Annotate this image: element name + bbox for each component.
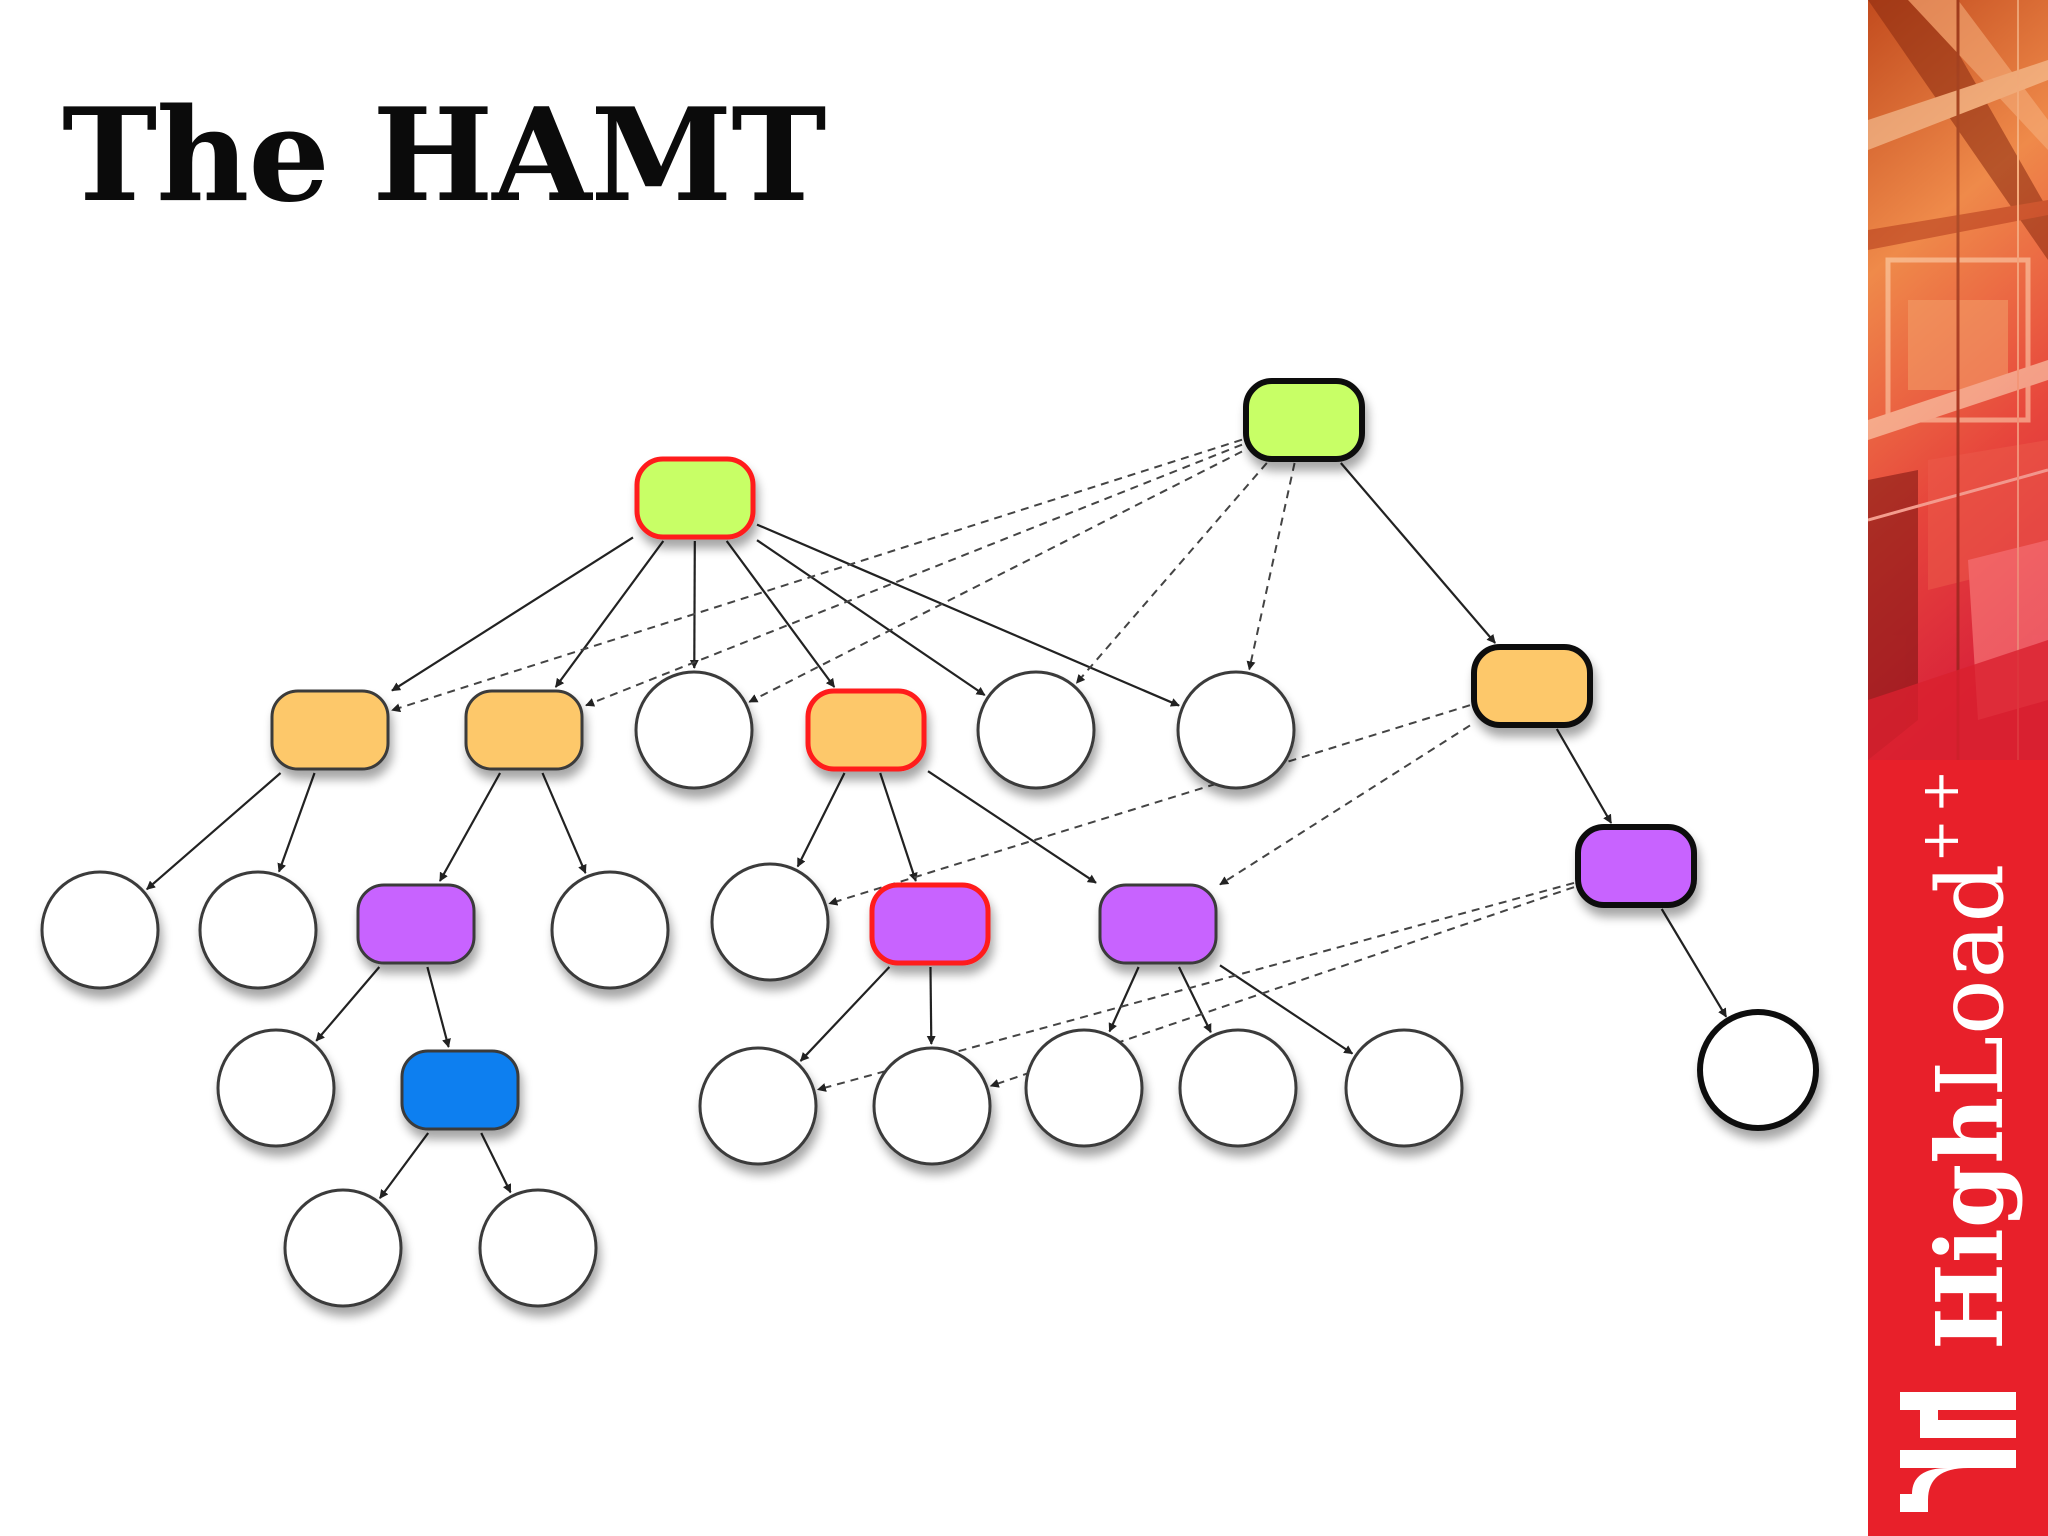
- shared-pointer-edge-root_old-o1: [391, 438, 1243, 713]
- trie-node-p2: [869, 882, 991, 966]
- leaf-node-m7: [1697, 1009, 1819, 1131]
- child-edge-o3-l4: [796, 772, 846, 868]
- shared-pointer-edge-root_old-c2: [1075, 462, 1268, 684]
- trie-node-root_old: [1243, 378, 1365, 462]
- trie-node-o2: [464, 689, 584, 771]
- trie-node-o3: [805, 688, 927, 772]
- shared-pointer-edge-root_old-c3: [1246, 462, 1296, 671]
- highload-logo-icon: [1900, 1392, 2016, 1512]
- logo-text-high: High: [1916, 1096, 2024, 1350]
- trie-node-b1: [400, 1049, 520, 1131]
- child-edge-p2-m3: [926, 966, 936, 1045]
- logo-text-load: Load: [1917, 862, 2024, 1097]
- shared-pointer-edge-p4-m3: [989, 886, 1575, 1088]
- child-edge-b1-n2: [480, 1132, 512, 1194]
- shared-pointer-edge-root_old-o2: [585, 443, 1243, 707]
- trie-node-root_new: [634, 456, 756, 540]
- child-edge-root_new-o1: [391, 536, 634, 692]
- child-edge-p3-m4: [1108, 966, 1140, 1033]
- leaf-node-m6: [1344, 1028, 1464, 1148]
- child-edge-p3-m5: [1177, 966, 1212, 1034]
- trie-node-p4: [1575, 824, 1697, 908]
- hamt-diagram: [40, 378, 1819, 1308]
- trie-node-o4: [1471, 644, 1593, 728]
- leaf-node-c1: [634, 670, 754, 790]
- leaf-node-l2: [198, 870, 318, 990]
- child-edge-o1-l1: [146, 772, 282, 891]
- child-edge-o2-l3: [541, 772, 587, 874]
- leaf-node-m2: [698, 1046, 818, 1166]
- highload-sidebar: [1868, 0, 2048, 1536]
- trie-node-p3: [1098, 883, 1218, 965]
- leaf-node-m4: [1024, 1028, 1144, 1148]
- sidebar-artwork: [1868, 0, 2048, 1536]
- trie-node-p1: [356, 883, 476, 965]
- child-edge-root_new-c3: [756, 523, 1180, 707]
- shared-pointer-edge-p4-m2: [816, 881, 1575, 1092]
- leaf-node-l1: [40, 870, 160, 990]
- child-edge-o3-p2: [879, 772, 918, 882]
- shared-pointer-edge-root_old-c1: [748, 450, 1243, 703]
- child-edge-root_new-o3: [725, 540, 836, 688]
- leaf-node-l3: [550, 870, 670, 990]
- leaf-node-m1: [216, 1028, 336, 1148]
- child-edge-o2-p1: [438, 772, 502, 882]
- child-edge-p2-m2: [799, 966, 891, 1062]
- leaf-node-m3: [872, 1046, 992, 1166]
- edge-layer: [146, 438, 1728, 1199]
- child-edge-o3-p3: [927, 770, 1097, 884]
- leaf-node-n1: [283, 1188, 403, 1308]
- node-layer: [40, 378, 1819, 1308]
- child-edge-b1-n1: [379, 1132, 430, 1199]
- slide-title: The HAMT: [62, 81, 826, 231]
- child-edge-o4-p4: [1555, 728, 1613, 824]
- leaf-node-l4: [710, 862, 830, 982]
- leaf-node-n2: [478, 1188, 598, 1308]
- child-edge-root_old-o4: [1340, 462, 1496, 644]
- shared-pointer-edge-o4-p3: [1219, 724, 1471, 886]
- logo-superscript: ++: [1911, 763, 1971, 863]
- child-edge-o1-l2: [277, 772, 316, 873]
- leaf-node-c2: [976, 670, 1096, 790]
- child-edge-root_new-c2: [756, 539, 986, 697]
- child-edge-p3-m6: [1219, 964, 1354, 1055]
- child-edge-root_new-o2: [554, 540, 665, 688]
- leaf-node-m5: [1178, 1028, 1298, 1148]
- child-edge-p1-b1: [426, 966, 451, 1048]
- child-edge-p1-m1: [315, 966, 381, 1042]
- child-edge-p4-m7: [1660, 908, 1728, 1018]
- highload-logo-text: HighLoad++: [1895, 763, 2024, 1350]
- child-edge-root_new-c1: [689, 540, 699, 669]
- leaf-node-c3: [1176, 670, 1296, 790]
- trie-node-o1: [270, 689, 390, 771]
